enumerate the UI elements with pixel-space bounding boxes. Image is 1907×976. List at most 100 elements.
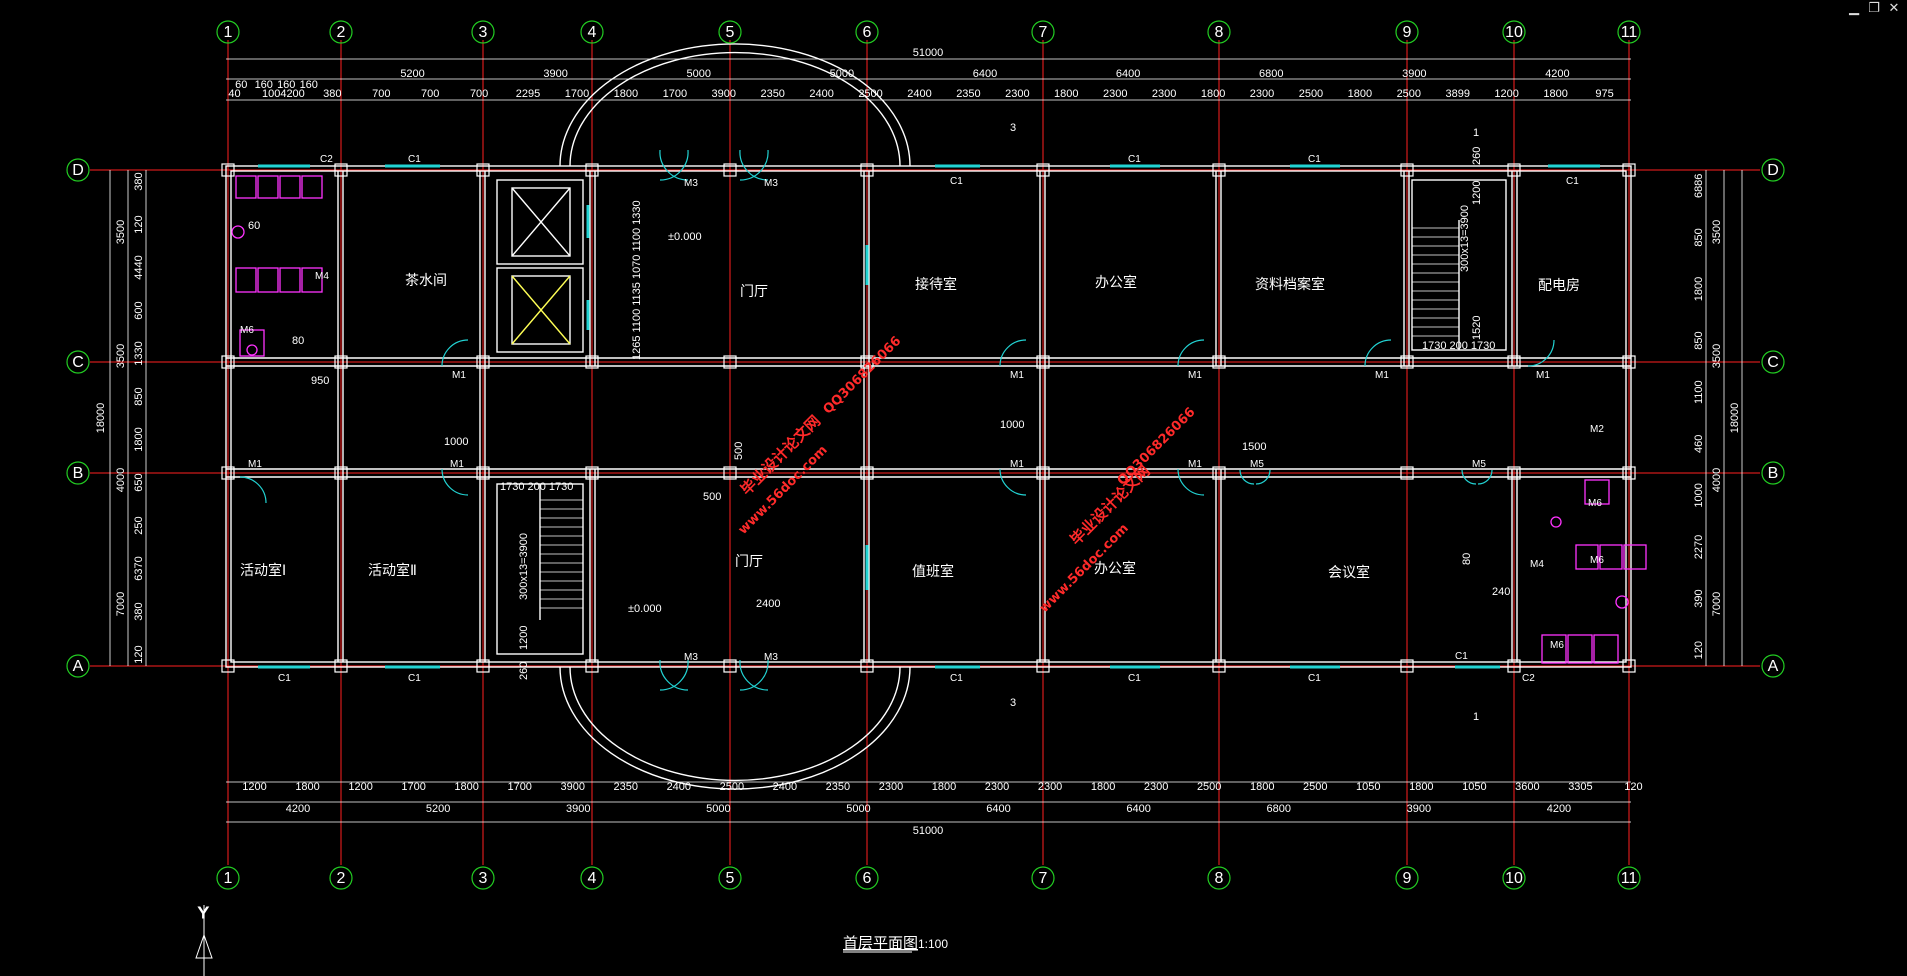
- room-labels: 茶水间 门厅 接待室 办公室 资料档案室 配电房 活动室Ⅰ 活动室Ⅱ 门厅 值班…: [240, 273, 1580, 581]
- dim-bottom-detail-0: 1200: [242, 781, 266, 793]
- tag-c1-9: C1: [1128, 673, 1141, 684]
- dim-left-outer-1: 3500: [115, 344, 127, 368]
- minimize-icon[interactable]: ▁: [1849, 1, 1859, 16]
- room-archive: 资料档案室: [1255, 276, 1325, 293]
- room-tea: 茶水间: [405, 273, 447, 289]
- column-8-B: [1212, 466, 1226, 480]
- tag-c2-s: C2: [1522, 673, 1535, 684]
- column-5-D: [723, 163, 737, 177]
- svg-text:4: 4: [588, 24, 597, 41]
- tag-c2-n: C2: [320, 154, 333, 165]
- svg-text:A: A: [73, 658, 84, 675]
- dim-bottom-detail-6: 3900: [560, 781, 584, 793]
- tag-m1-8: M1: [1010, 459, 1024, 470]
- dim-bottom-detail-18: 2500: [1197, 781, 1221, 793]
- dim-top-small-0: 60: [235, 79, 247, 91]
- dim-top-detail-2: 380: [323, 88, 341, 100]
- dim-top-detail-10: 3900: [712, 88, 736, 100]
- dim-bottom-detail-11: 2350: [826, 781, 850, 793]
- axis-col-7-bottom: 7: [1031, 866, 1055, 890]
- dim-bottom-detail-13: 1800: [932, 781, 956, 793]
- tag-c1-11: C1: [1455, 651, 1468, 662]
- stair-spec-south: 300x13=3900: [518, 533, 530, 600]
- tag-c1-5: C1: [1566, 176, 1579, 187]
- axis-col-1-bottom: 1: [216, 866, 240, 890]
- dim-bottom-detail-10: 2400: [773, 781, 797, 793]
- window-controls: ▁ ❐ ✕: [1847, 2, 1901, 15]
- axis-col-5-top: 5: [718, 20, 742, 44]
- room-activity-1: 活动室Ⅰ: [240, 562, 286, 579]
- column-10-D: [1507, 163, 1521, 177]
- tag-m1-7: M1: [450, 459, 464, 470]
- axis-row-D-left: D: [66, 158, 90, 182]
- column-8-A: [1212, 659, 1226, 673]
- column-3-A: [476, 659, 490, 673]
- column-10-A: [1507, 659, 1521, 673]
- svg-text:8: 8: [1215, 24, 1224, 41]
- toilet-fixtures: [231, 175, 1647, 664]
- dim-right-inner-2: 1800: [1693, 277, 1705, 301]
- column-8-C: [1212, 355, 1226, 369]
- dim-bottom-detail-16: 1800: [1091, 781, 1115, 793]
- column-3-C: [476, 355, 490, 369]
- restore-icon[interactable]: ❐: [1868, 1, 1880, 16]
- axis-row-D-right: D: [1761, 158, 1785, 182]
- column-2-B: [334, 466, 348, 480]
- dim-260-n: 260: [1471, 147, 1483, 165]
- dim-top-detail-11: 2350: [760, 88, 784, 100]
- dim-right-inner-8: 390: [1693, 589, 1705, 607]
- axis-col-2-top: 2: [329, 20, 353, 44]
- dim-top-span-8: 4200: [1545, 68, 1569, 80]
- dim-bottom-span-2: 3900: [566, 803, 590, 815]
- dim-bottom-span-1: 5200: [426, 803, 450, 815]
- title-scale: 1:100: [918, 937, 948, 951]
- dim-bottom-detail-12: 2300: [879, 781, 903, 793]
- dim-bottom-detail-2: 1200: [348, 781, 372, 793]
- column-11-B: [1622, 466, 1636, 480]
- dim-1200-s: 1200: [518, 626, 530, 650]
- dim-top-detail-16: 2300: [1005, 88, 1029, 100]
- room-activity-2: 活动室Ⅱ: [368, 562, 417, 579]
- column-1-D: [221, 163, 235, 177]
- tag-c1-2: C1: [950, 176, 963, 187]
- dim-top-span-2: 5000: [687, 68, 711, 80]
- svg-text:1: 1: [224, 870, 233, 887]
- axis-col-3-top: 3: [471, 20, 495, 44]
- tag-c1-8: C1: [950, 673, 963, 684]
- column-6-A: [860, 659, 874, 673]
- column-6-D: [860, 163, 874, 177]
- room-reception: 接待室: [915, 276, 957, 293]
- dim-bottom-span-9: 4200: [1547, 803, 1571, 815]
- close-icon[interactable]: ✕: [1888, 1, 1900, 16]
- section-mark-3-top: 3: [1010, 122, 1016, 134]
- dim-right-inner-5: 460: [1693, 435, 1705, 453]
- tag-c1-3: C1: [1128, 154, 1141, 165]
- dim-top-detail-20: 1800: [1201, 88, 1225, 100]
- section-mark-3-bottom: 3: [1010, 697, 1016, 709]
- dim-left-outer-3: 7000: [115, 592, 127, 616]
- dim-bottom-detail-14: 2300: [985, 781, 1009, 793]
- dim-1000-b: 1000: [1000, 419, 1024, 431]
- column-6-C: [860, 355, 874, 369]
- section-mark-1-bottom: 1: [1473, 711, 1479, 723]
- dim-left-inner-10: 380: [133, 602, 145, 620]
- svg-text:6: 6: [863, 24, 872, 41]
- dim-right-inner-4: 1100: [1693, 380, 1705, 404]
- column-4-A: [585, 659, 599, 673]
- room-hall-south: 门厅: [735, 554, 763, 570]
- column-10-B: [1507, 466, 1521, 480]
- dim-bottom-detail-4: 1800: [454, 781, 478, 793]
- axis-col-7-top: 7: [1031, 20, 1055, 44]
- dim-bottom-span-7: 6800: [1267, 803, 1291, 815]
- svg-text:4: 4: [588, 870, 597, 887]
- dim-top-span-7: 3900: [1402, 68, 1426, 80]
- svg-text:2: 2: [337, 870, 346, 887]
- axis-col-4-top: 4: [580, 20, 604, 44]
- dim-left-outer-0: 3500: [115, 220, 127, 244]
- dim-right-outer-0: 3500: [1711, 220, 1723, 244]
- column-4-C: [585, 355, 599, 369]
- dim-right-inner-0: 6886: [1693, 174, 1705, 198]
- dim-bottom-detail-22: 1800: [1409, 781, 1433, 793]
- dim-top-small-3: 160: [300, 79, 318, 91]
